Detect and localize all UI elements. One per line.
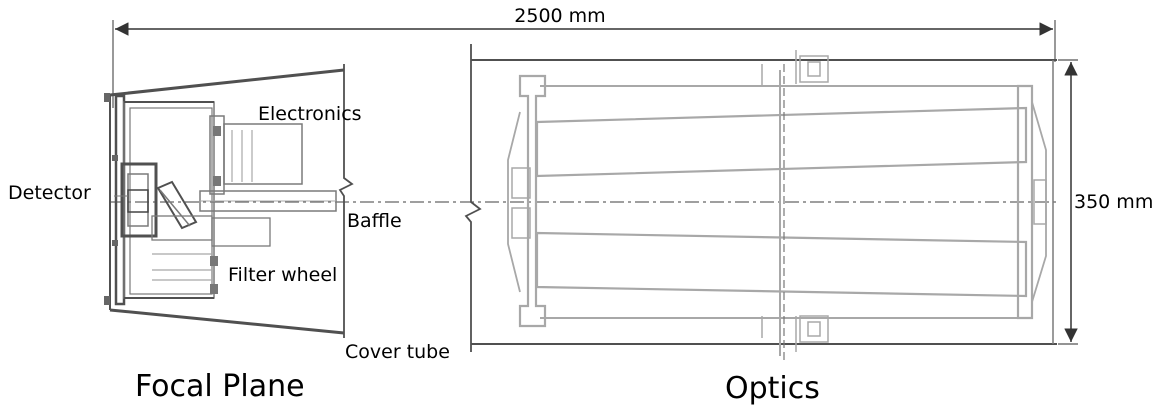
optics-title: Optics xyxy=(725,371,820,406)
length-dimension: 2500 mm xyxy=(112,5,1056,108)
filter-wheel-label: Filter wheel xyxy=(228,264,337,286)
diameter-dimension: 350 mm xyxy=(1058,59,1153,345)
focal-plane-title: Focal Plane xyxy=(135,369,305,404)
electronics-label: Electronics xyxy=(258,103,362,125)
cover-tube-label: Cover tube xyxy=(345,341,450,363)
diameter-dimension-label: 350 mm xyxy=(1074,191,1153,213)
length-dimension-label: 2500 mm xyxy=(514,5,605,27)
detector-label: Detector xyxy=(8,182,91,204)
optics-assembly xyxy=(464,44,1057,360)
focal-plane-assembly xyxy=(104,64,354,338)
baffle-label: Baffle xyxy=(347,210,402,232)
